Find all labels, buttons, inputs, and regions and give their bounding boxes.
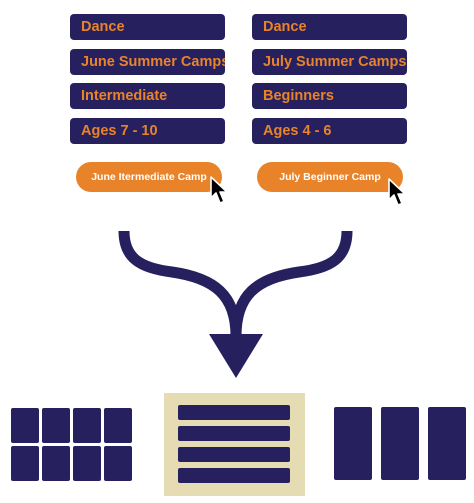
tag-level: Beginners — [252, 83, 407, 109]
tag-age-range: Ages 4 - 6 — [252, 117, 407, 144]
column-block — [381, 407, 419, 480]
tag-level: Intermediate — [70, 83, 225, 109]
grid-cell — [73, 408, 101, 443]
tag-category: Dance — [252, 14, 407, 40]
cursor-icon — [388, 178, 406, 206]
grid-cell — [104, 408, 132, 443]
tag-camp-month: June Summer Camps — [70, 48, 225, 75]
grid-cell — [42, 446, 70, 481]
list-row — [178, 426, 290, 441]
column-block — [428, 407, 466, 480]
cursor-icon — [210, 176, 228, 204]
tag-camp-month: July Summer Camps — [252, 48, 407, 75]
tag-age-range: Ages 7 - 10 — [70, 117, 225, 144]
column-block — [334, 407, 372, 480]
right-filter-column: Dance July Summer Camps Beginners Ages 4… — [252, 14, 407, 152]
june-intermediate-camp-button[interactable]: June Itermediate Camp — [76, 162, 222, 192]
tag-category: Dance — [70, 14, 225, 40]
list-row — [178, 405, 290, 420]
grid-cell — [11, 408, 39, 443]
grid-cell — [42, 408, 70, 443]
left-filter-column: Dance June Summer Camps Intermediate Age… — [70, 14, 225, 152]
grid-cell — [11, 446, 39, 481]
list-row — [178, 447, 290, 462]
july-beginner-camp-button[interactable]: July Beginner Camp — [257, 162, 403, 192]
grid-cell — [104, 446, 132, 481]
list-row — [178, 468, 290, 483]
grid-cell — [73, 446, 101, 481]
